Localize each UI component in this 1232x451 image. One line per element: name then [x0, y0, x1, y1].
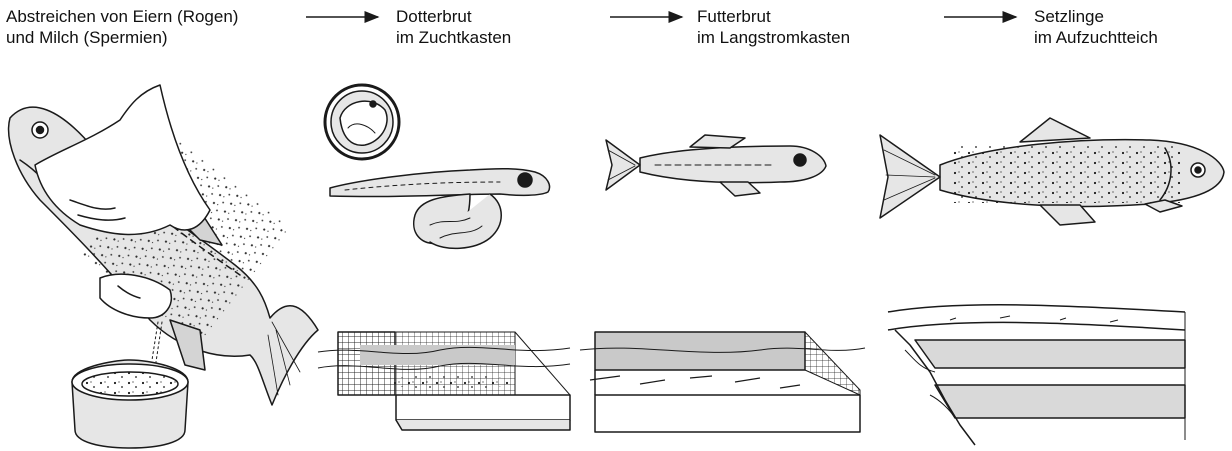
stripping-illustration — [9, 85, 318, 448]
feeding-fry-illustration — [606, 135, 826, 196]
fingerling-trout-illustration — [880, 118, 1224, 225]
long-stream-box-illustration — [580, 332, 865, 432]
yolk-fry-illustration — [325, 85, 549, 248]
rearing-pond-illustration — [888, 305, 1185, 445]
hatching-box-illustration — [318, 332, 570, 430]
